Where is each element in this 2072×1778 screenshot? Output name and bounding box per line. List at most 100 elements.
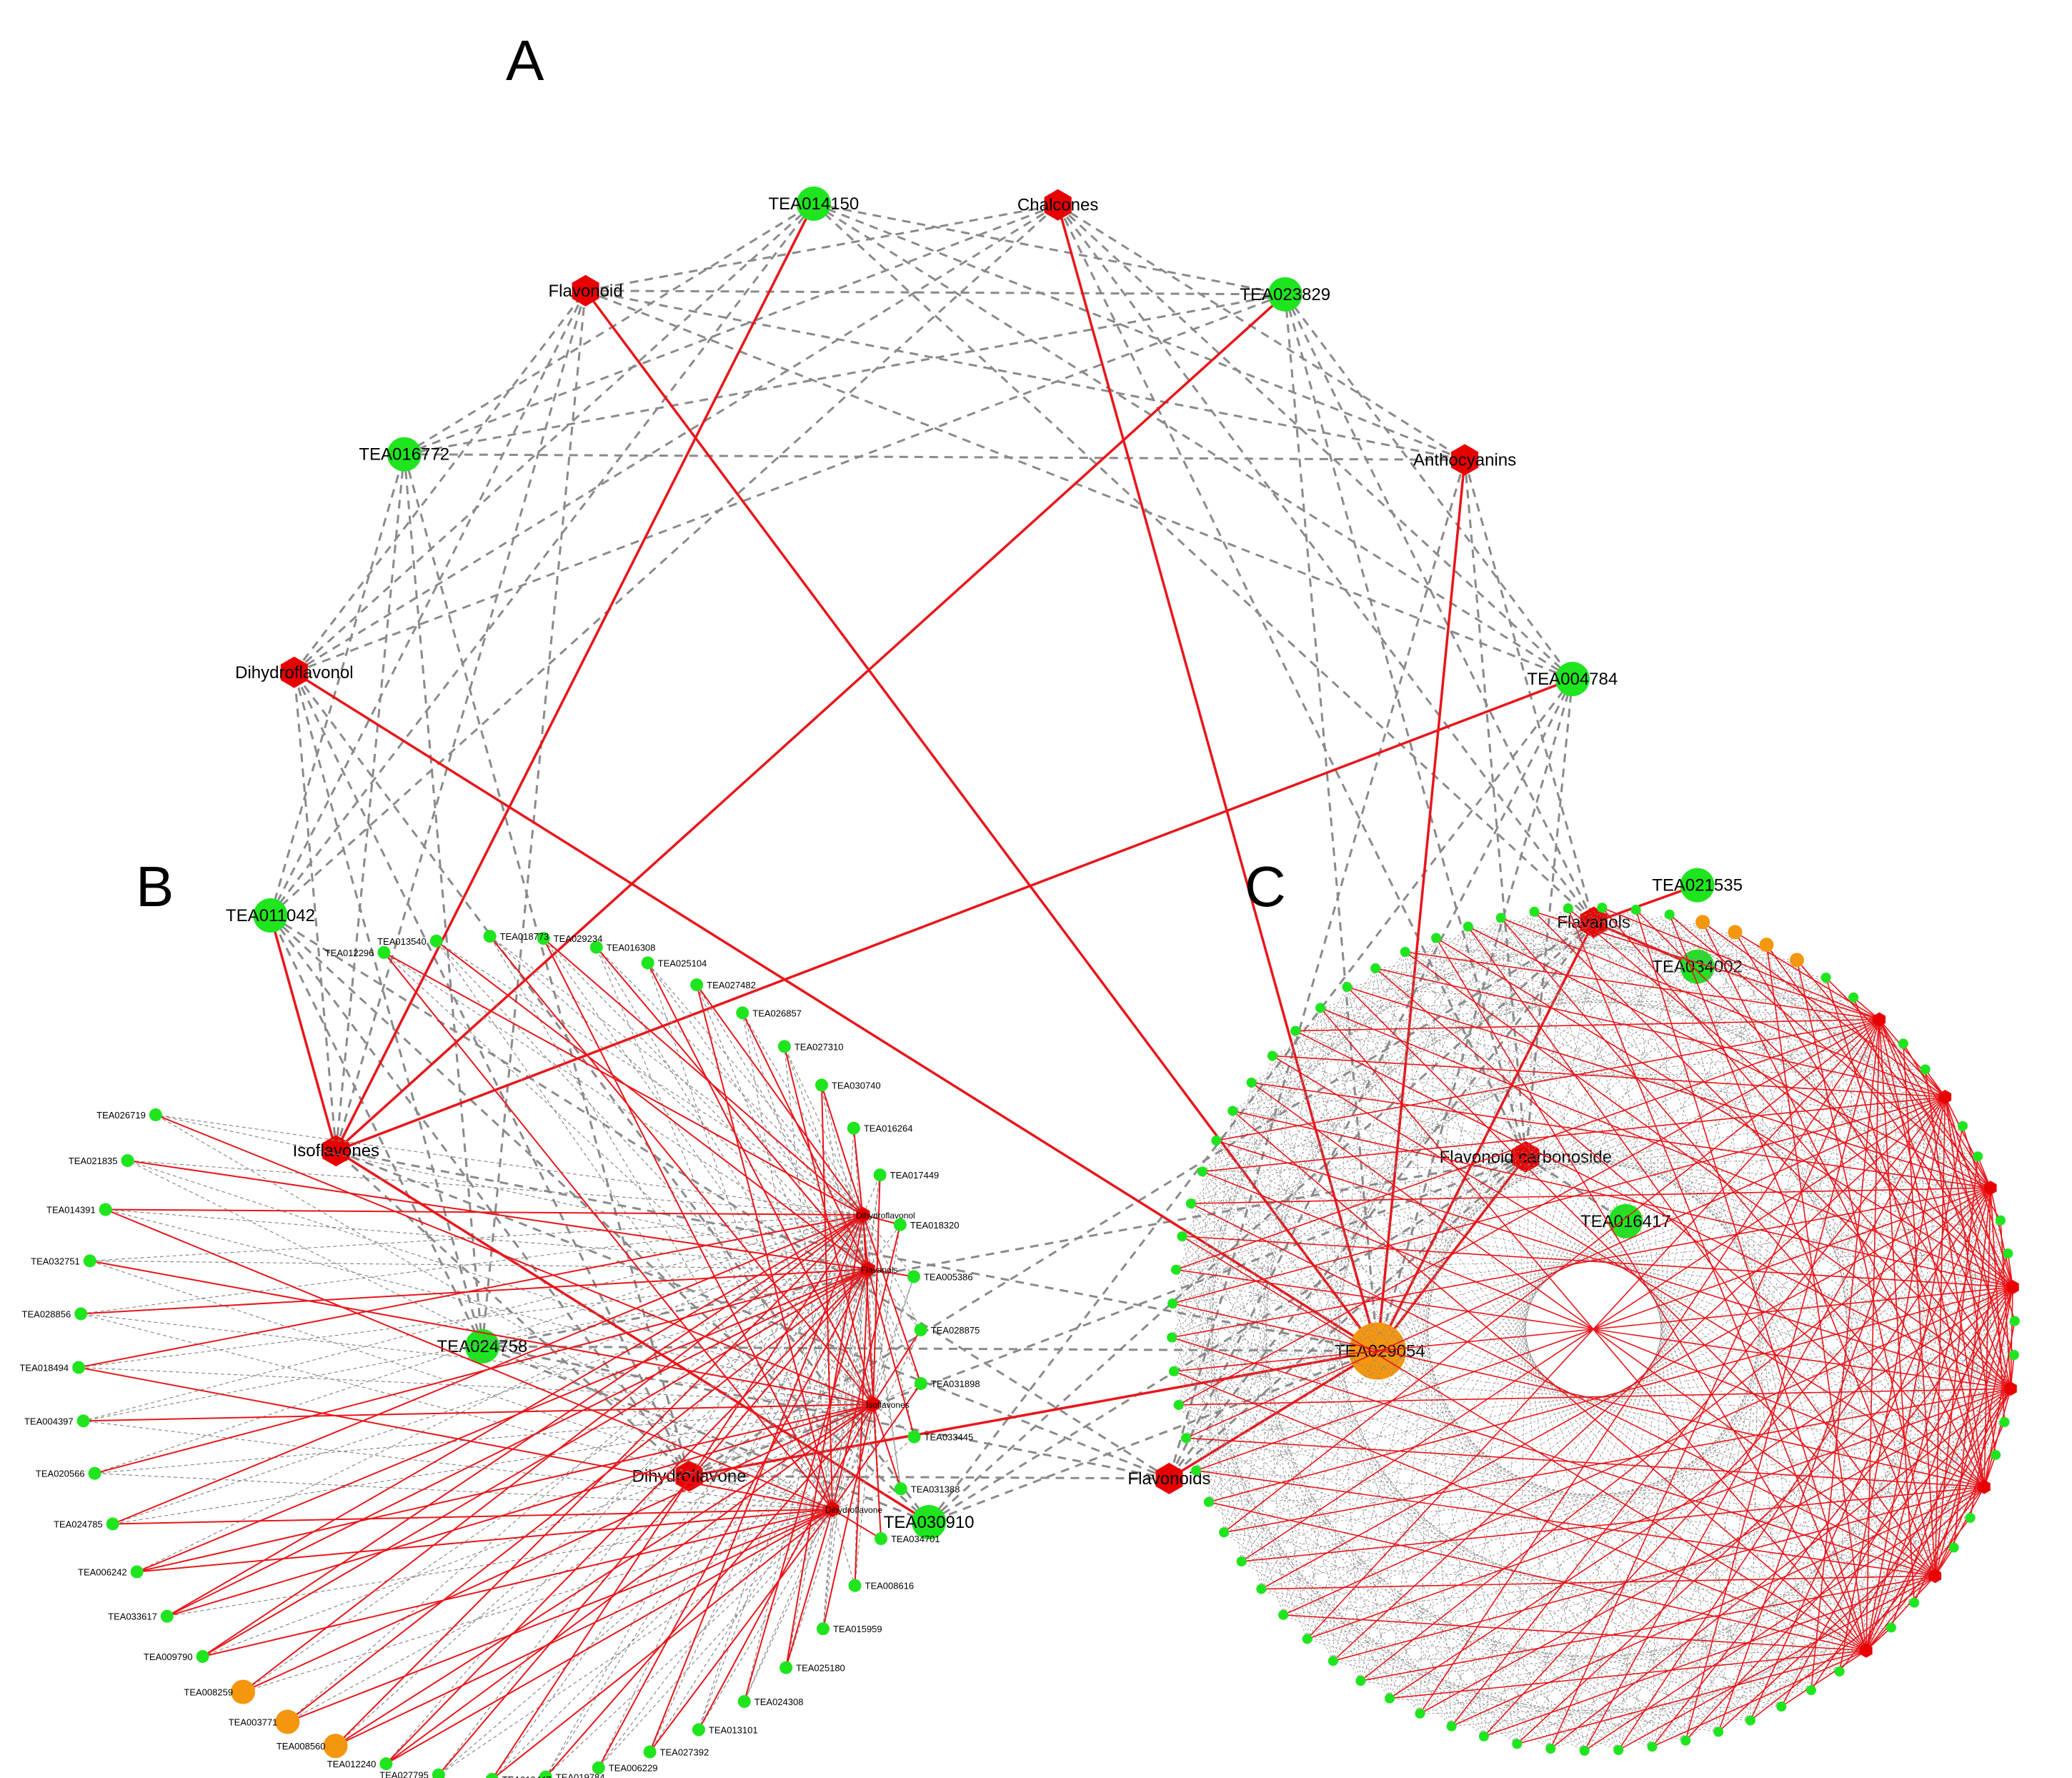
correlation-edge: [1866, 1126, 1963, 1651]
similarity-edge: [1468, 926, 1826, 978]
similarity-edge: [269, 290, 587, 916]
correlation-edge: [1651, 1286, 2013, 1747]
similarity-edge: [872, 1383, 922, 1405]
gene-node: [1203, 1496, 1214, 1507]
similarity-edge: [334, 454, 406, 1151]
similarity-edge: [1172, 986, 1348, 1304]
similarity-edge: [1223, 1531, 1518, 1744]
similarity-edge: [1223, 921, 1703, 1533]
correlation-edge: [1282, 1286, 2013, 1616]
node-label: TEA024758: [437, 1337, 528, 1356]
correlation-edge: [1272, 1055, 1985, 1488]
correlation-edge: [595, 946, 869, 1270]
similarity-edge: [1389, 1220, 2001, 1699]
similarity-edge: [1182, 1236, 1262, 1589]
panel-b-letter: B: [136, 855, 174, 918]
gene-node: [1545, 1743, 1556, 1754]
similarity-edge: [867, 1224, 901, 1270]
correlation-edge: [743, 1268, 869, 1702]
gene-node: [1463, 921, 1473, 932]
correlation-edge: [1635, 909, 1867, 1651]
node-tea025180: [780, 1661, 793, 1674]
node-tea004397: [76, 1414, 90, 1428]
correlation-edge: [1533, 911, 2011, 1389]
compound-node: [1938, 1090, 1952, 1104]
node-tea012296: [377, 945, 391, 959]
similarity-edge: [1171, 918, 1502, 1338]
node-tea029234: [537, 932, 550, 945]
correlation-edge: [1534, 911, 1880, 1020]
correlation-edge: [2000, 1220, 2011, 1389]
similarity-edge: [785, 1404, 874, 1668]
similarity-edge: [698, 1509, 833, 1730]
correlation-edge: [335, 677, 1573, 1152]
similarity-edge: [1375, 968, 1903, 1044]
node-label: TEA031898: [931, 1379, 980, 1389]
similarity-edge: [1190, 1126, 1963, 1204]
correlation-edge: [1765, 945, 1867, 1651]
node-tea014150: [796, 186, 831, 221]
correlation-edge: [852, 1128, 869, 1270]
node-tea020566: [88, 1466, 101, 1480]
similarity-edge: [1295, 977, 1826, 1031]
node-tea004784: [1555, 662, 1590, 697]
gene-node: [1495, 913, 1506, 923]
similarity-edge: [1202, 1171, 1551, 1749]
similarity-edge: [1185, 951, 1406, 1439]
node-label: Dihydroflavonol: [235, 663, 353, 682]
similarity-edge: [1260, 1056, 1273, 1589]
node-tea033445: [907, 1430, 921, 1444]
similarity-edge: [1173, 1371, 1751, 1721]
similarity-edge: [1451, 1547, 1954, 1727]
gene-node: [1563, 903, 1573, 914]
similarity-edge: [1550, 1253, 2008, 1749]
node-label: TEA026719: [96, 1110, 146, 1121]
similarity-edge: [269, 204, 1059, 917]
similarity-edge: [1320, 1008, 1751, 1721]
similarity-edge: [1195, 944, 1767, 1471]
correlation-edge: [105, 1208, 833, 1510]
node-tea024785: [106, 1517, 119, 1531]
similarity-edge: [89, 1260, 869, 1270]
similarity-edge: [696, 984, 869, 1270]
similarity-edge: [1853, 997, 1971, 1519]
node-tea013540: [429, 934, 443, 948]
similarity-edge: [1202, 1171, 1361, 1682]
correlation-edge: [1944, 1096, 2011, 1389]
correlation-edge: [335, 293, 1286, 1152]
similarity-edge: [242, 1509, 833, 1693]
correlation-edge: [287, 1268, 869, 1723]
correlation-edge: [1360, 1187, 1991, 1682]
node-label: Anthocyanins: [1413, 450, 1516, 470]
similarity-edge: [1057, 204, 1595, 923]
node-label: TEA019784: [556, 1772, 605, 1778]
similarity-edge: [1550, 1627, 1892, 1749]
similarity-edge: [1171, 1019, 1880, 1338]
similarity-edge: [1196, 1470, 1971, 1519]
gene-node: [1957, 1121, 1968, 1131]
similarity-edge: [489, 935, 833, 1510]
similarity-edge: [1173, 1030, 1296, 1372]
similarity-edge: [742, 1013, 833, 1510]
similarity-edge: [1375, 968, 1485, 1737]
correlation-edge: [94, 1268, 869, 1474]
node-label: TEA027310: [795, 1041, 844, 1052]
correlation-edge: [1903, 1043, 1991, 1188]
correlation-edge: [832, 1383, 922, 1510]
correlation-edge: [1307, 1388, 2011, 1640]
similarity-edge: [105, 1208, 869, 1270]
similarity-edge: [1208, 932, 1735, 1503]
similarity-edge: [1389, 1698, 1750, 1721]
correlation-edge: [1866, 1188, 1991, 1651]
node-tea033617: [160, 1609, 174, 1623]
correlation-edge: [698, 1404, 874, 1730]
similarity-edge: [812, 202, 1595, 923]
correlation-edge: [492, 1214, 864, 1778]
node-tea026719: [149, 1108, 162, 1121]
similarity-edge: [649, 1404, 874, 1752]
similarity-edge: [1178, 1056, 1273, 1406]
compound-node: [1984, 1181, 1997, 1196]
node-label: TEA033445: [925, 1432, 974, 1443]
node-tea006229: [592, 1761, 605, 1774]
correlation-edge: [1866, 1388, 2011, 1652]
